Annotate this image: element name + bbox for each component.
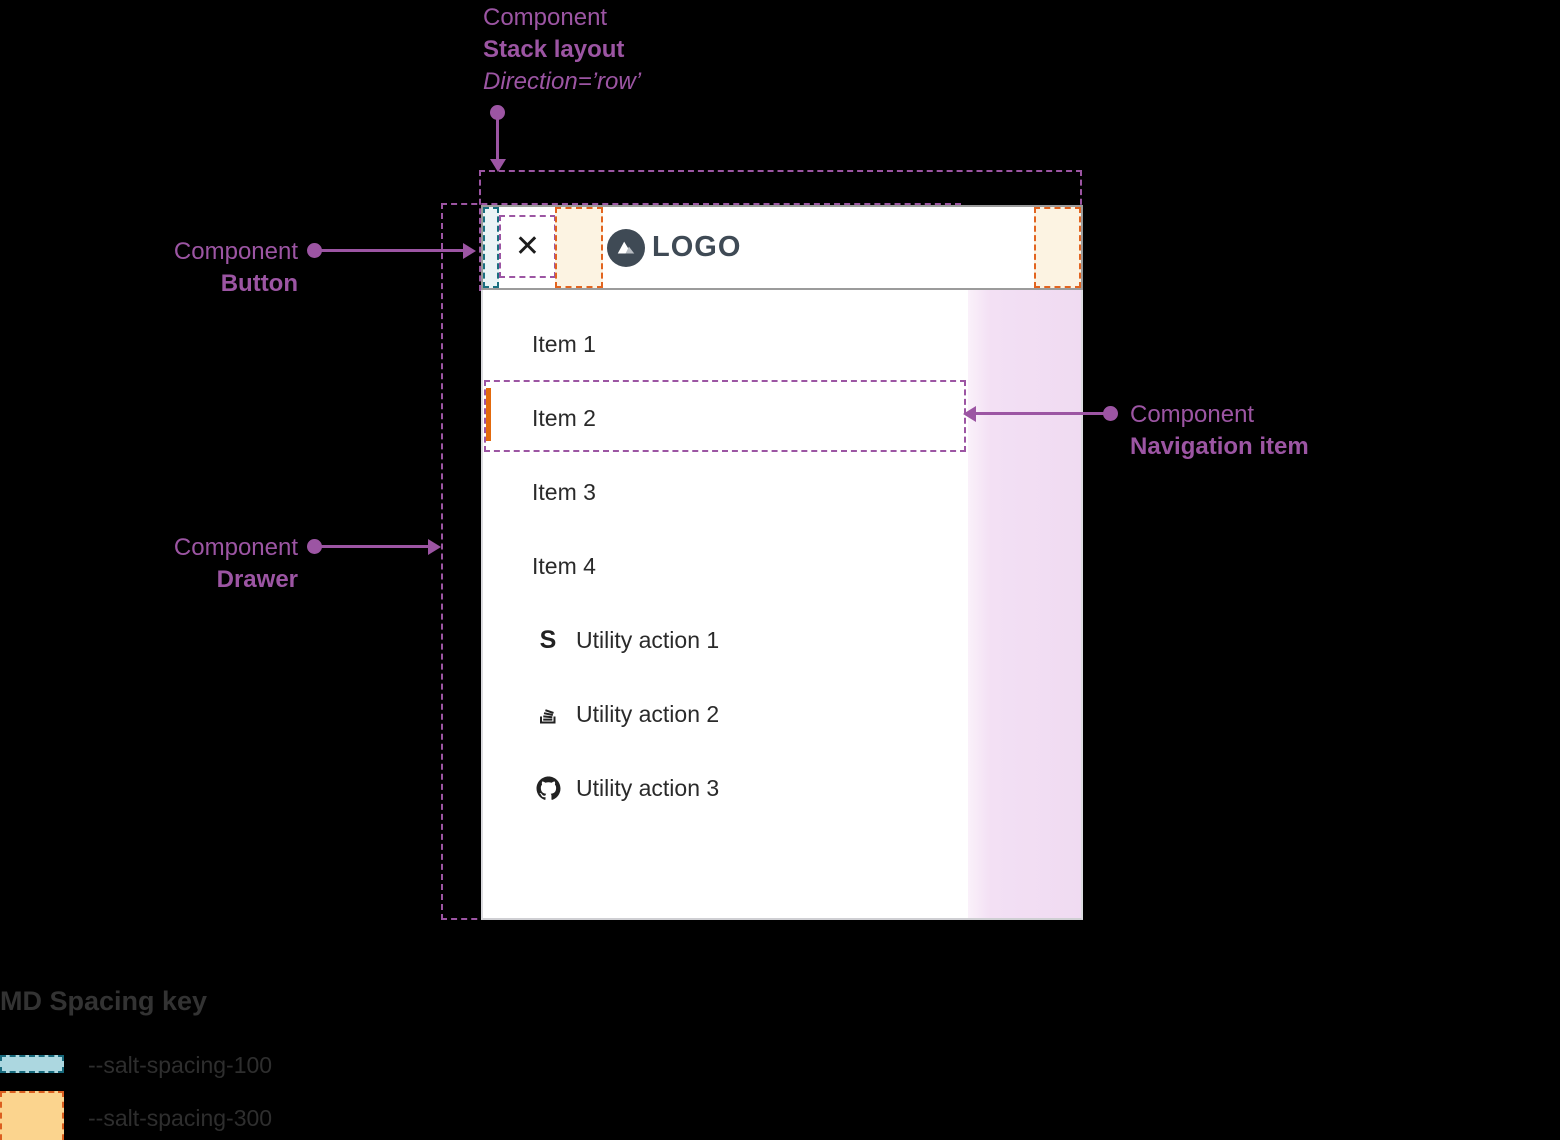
legend-label: --salt-spacing-100 [88, 1052, 273, 1078]
nav-item-label: Item 3 [532, 478, 596, 505]
annotation-line: Component [1130, 401, 1255, 428]
navitem-arrow-line [975, 412, 1105, 415]
annotation-line: Component [483, 4, 608, 31]
app-header: ✕ LOGO [481, 205, 1083, 290]
utility-action-1[interactable]: S Utility action 1 [483, 603, 968, 677]
button-arrow-line [316, 249, 464, 252]
button-arrow-dot [307, 243, 322, 258]
stack-overflow-icon [535, 702, 561, 726]
button-arrow-head [463, 243, 476, 259]
utility-action-label: Utility action 1 [576, 626, 720, 653]
nav-item-label: Item 4 [532, 552, 596, 579]
utility-action-label: Utility action 3 [576, 774, 720, 801]
nav-item-label: Item 2 [532, 404, 596, 431]
spacing-300-overlay-right [1034, 207, 1081, 288]
app-body: Item 1 Item 2 Item 3 Item 4 S Utility ac… [481, 290, 1083, 920]
annotation-button: Component Button [60, 236, 298, 300]
logo-text: LOGO [652, 231, 742, 263]
selected-indicator [486, 388, 491, 441]
legend-title: MD Spacing key [0, 986, 208, 1016]
drawer-panel: Item 1 Item 2 Item 3 Item 4 S Utility ac… [483, 290, 968, 918]
spacing-300-swatch [0, 1091, 64, 1140]
logo-mark-icon [607, 228, 645, 267]
drawer-arrow-head [428, 539, 441, 555]
annotation-line: Component [173, 534, 298, 561]
annotation-line: Stack layout [483, 36, 625, 63]
annotation-drawer: Component Drawer [60, 532, 298, 596]
nav-item-1[interactable]: Item 1 [483, 307, 968, 381]
stack-arrow-line [496, 118, 499, 162]
nav-item-2-selected[interactable]: Item 2 [483, 381, 968, 455]
page-background [968, 290, 1081, 918]
navitem-arrow-head [963, 406, 976, 422]
drawer-arrow-dot [307, 539, 322, 554]
legend-label: --salt-spacing-300 [88, 1105, 273, 1131]
annotation-line: Component [173, 238, 298, 265]
nav-item-3[interactable]: Item 3 [483, 455, 968, 529]
stack-arrow-dot [490, 105, 505, 120]
app-window: ✕ LOGO Item 1 [481, 205, 1083, 920]
utility-action-3[interactable]: Utility action 3 [483, 751, 968, 825]
annotation-line: Drawer [216, 566, 298, 593]
drawer-arrow-line [316, 545, 428, 548]
spacing-100-swatch [0, 1055, 64, 1073]
annotation-stack-layout: Component Stack layout Direction=’row’ [483, 2, 641, 98]
utility-action-label: Utility action 2 [576, 700, 720, 727]
nav-item-label: Item 1 [532, 330, 596, 357]
s-icon: S [539, 625, 557, 654]
close-icon: ✕ [514, 229, 541, 263]
nav-item-4[interactable]: Item 4 [483, 529, 968, 603]
annotation-line: Navigation item [1130, 433, 1309, 460]
navitem-arrow-dot [1103, 406, 1118, 421]
logo: LOGO [607, 207, 741, 288]
annotation-line: Button [220, 270, 298, 297]
github-icon [535, 776, 561, 801]
spacing-300-overlay-left [555, 207, 603, 288]
stack-arrow-head [490, 159, 506, 172]
navigation-item-outline [484, 380, 966, 452]
utility-action-2[interactable]: Utility action 2 [483, 677, 968, 751]
annotation-navigation-item: Component Navigation item [1130, 399, 1309, 463]
spacing-100-overlay [483, 207, 499, 288]
navigation-list: Item 1 Item 2 Item 3 Item 4 S Utility ac… [483, 307, 968, 825]
annotation-line: Direction=’row’ [483, 68, 642, 95]
close-button[interactable]: ✕ [499, 215, 556, 278]
